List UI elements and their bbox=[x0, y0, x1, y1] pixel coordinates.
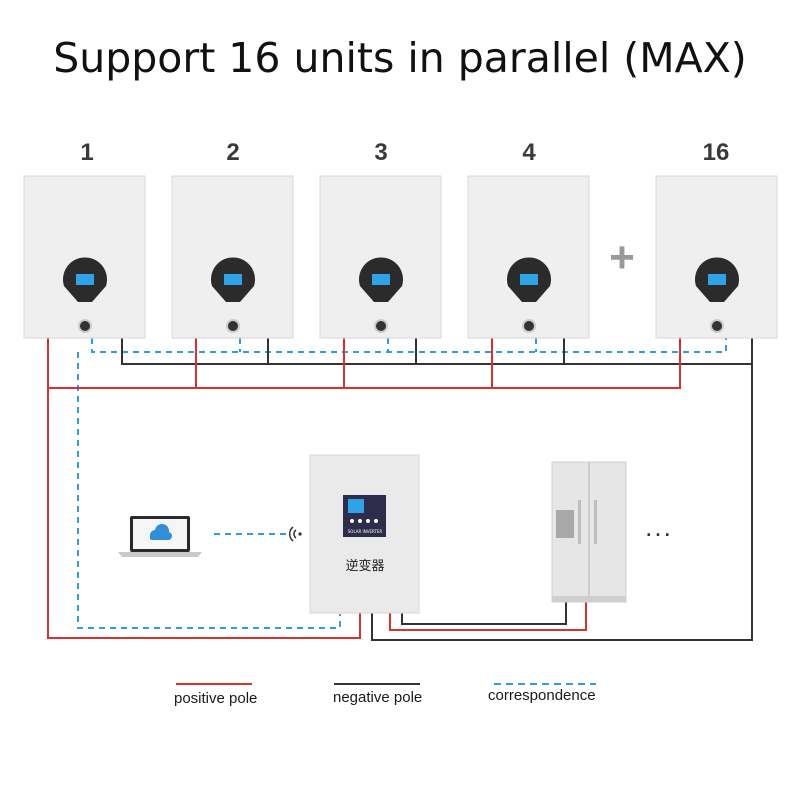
unit-number-4: 4 bbox=[522, 139, 536, 166]
legend: positive pole negative pole corresponden… bbox=[174, 683, 596, 707]
refrigerator-icon bbox=[551, 461, 627, 603]
central-inverter: SOLAR INVERTER 逆变器 bbox=[309, 454, 420, 614]
lcd-screen bbox=[372, 274, 390, 285]
communication-wires bbox=[77, 338, 727, 629]
inverter-label: 逆变器 bbox=[345, 558, 384, 574]
inverter-brand: SOLAR INVERTER bbox=[348, 529, 383, 534]
cloud-icon bbox=[150, 524, 172, 540]
lcd-screen bbox=[224, 274, 242, 285]
diagram-title: Support 16 units in parallel (MAX) bbox=[53, 34, 747, 82]
positive-wires bbox=[47, 338, 681, 639]
inverter-unit-2 bbox=[171, 175, 294, 339]
inverter-lcd bbox=[348, 499, 364, 513]
inverter-unit-1 bbox=[23, 175, 146, 339]
unit-number-1: 1 bbox=[80, 139, 93, 166]
unit-number-16: 16 bbox=[703, 139, 730, 166]
unit-number-2: 2 bbox=[226, 139, 239, 166]
power-knob bbox=[710, 319, 724, 333]
inverter-unit-16 bbox=[655, 175, 778, 339]
legend-negative-label: negative pole bbox=[333, 689, 422, 706]
lcd-screen bbox=[76, 274, 94, 285]
negative-wires bbox=[121, 338, 753, 641]
power-knob bbox=[522, 319, 536, 333]
power-knob bbox=[374, 319, 388, 333]
unit-number-3: 3 bbox=[374, 139, 387, 166]
more-loads-ellipsis: ... bbox=[645, 512, 673, 542]
legend-communication-label: correspondence bbox=[488, 687, 596, 704]
legend-positive-label: positive pole bbox=[174, 690, 257, 707]
lcd-screen bbox=[520, 274, 538, 285]
inverter-unit-4 bbox=[467, 175, 590, 339]
laptop-icon bbox=[118, 516, 202, 557]
inverter-unit-3 bbox=[319, 175, 442, 339]
power-knob bbox=[226, 319, 240, 333]
power-knob bbox=[78, 319, 92, 333]
lcd-screen bbox=[708, 274, 726, 285]
plus-sign: + bbox=[609, 233, 635, 282]
wifi-signal-icon bbox=[288, 526, 302, 542]
